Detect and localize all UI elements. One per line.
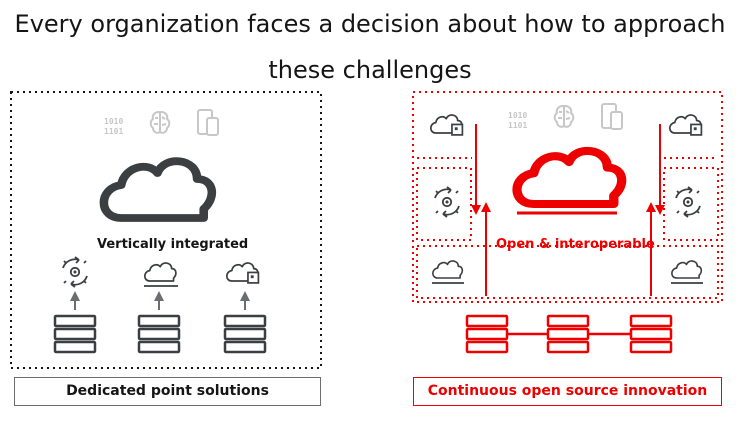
server-stack-icon (53, 314, 97, 354)
cloud-box-icon (431, 115, 463, 135)
vertically-integrated-label: Vertically integrated (97, 237, 249, 252)
slide-title-line-2: these challenges (268, 56, 472, 84)
left-panel-frame (10, 91, 322, 369)
binary-icon: 1010 1101 (508, 111, 527, 130)
slide-title-line-1: Every organization faces a decision abou… (14, 10, 726, 38)
binary-line-2: 1101 (508, 121, 527, 130)
right-panel-frame (412, 91, 723, 303)
cloud-box-icon (227, 263, 259, 283)
brain-icon (553, 105, 575, 128)
cloud-icon (671, 260, 703, 284)
red-server-stack-icon (465, 314, 509, 354)
devices-icon (601, 103, 623, 130)
cloud-box-icon (670, 115, 702, 135)
brain-icon (149, 111, 171, 134)
cycle-icon (434, 186, 460, 218)
binary-line-1: 1010 (104, 117, 123, 126)
large-red-cloud-icon (517, 151, 622, 204)
red-server-stack-icon (629, 314, 673, 354)
cycle-icon (62, 256, 88, 288)
cloud-icon (143, 262, 178, 287)
continuous-innovation-label: Continuous open source innovation (413, 377, 722, 406)
cloud-icon (432, 260, 464, 284)
devices-icon (197, 109, 219, 136)
binary-icon: 1010 1101 (104, 117, 123, 136)
large-cloud-icon (104, 161, 212, 218)
dedicated-point-solutions-label: Dedicated point solutions (14, 377, 321, 406)
server-stack-icon (137, 314, 181, 354)
red-server-stack-icon (546, 314, 590, 354)
binary-line-2: 1101 (104, 127, 123, 136)
server-stack-icon (223, 314, 267, 354)
cycle-icon (675, 186, 701, 218)
binary-line-1: 1010 (508, 111, 527, 120)
open-interoperable-label: Open & interoperable (496, 237, 655, 252)
